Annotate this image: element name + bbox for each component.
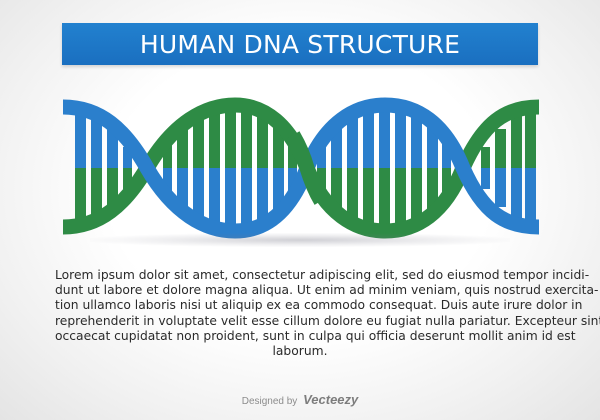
paragraph-line: dunt ut labore et dolore magna aliqua. U… xyxy=(55,283,599,298)
paragraph-line: occaecat cupidatat non proident, sunt in… xyxy=(55,328,576,343)
credit-prefix: Designed by xyxy=(241,396,298,407)
rungs-right xyxy=(481,109,536,227)
credit-watermark: Designed by Vecteezy xyxy=(0,392,600,407)
paragraph-line: tion ullamco laboris nisi ut aliquip ex … xyxy=(55,298,583,313)
paragraph-line: laborum. xyxy=(272,344,328,359)
credit-brand-logo: Vecteezy xyxy=(303,392,359,407)
dna-helix-illustration xyxy=(55,95,545,240)
page-title: HUMAN DNA STRUCTURE xyxy=(139,29,461,59)
paragraph-line: reprehenderit in voluptate velit esse ci… xyxy=(55,313,600,328)
rungs-left xyxy=(75,109,132,227)
rungs-mid-left xyxy=(163,105,297,231)
rungs-mid-right xyxy=(317,105,451,231)
description-paragraph: Lorem ipsum dolor sit amet, consectetur … xyxy=(55,268,600,359)
title-banner: HUMAN DNA STRUCTURE xyxy=(62,23,538,65)
dna-helix-icon xyxy=(62,97,540,239)
paragraph-line: Lorem ipsum dolor sit amet, consectetur … xyxy=(55,268,590,282)
helix-shadow xyxy=(90,233,510,247)
